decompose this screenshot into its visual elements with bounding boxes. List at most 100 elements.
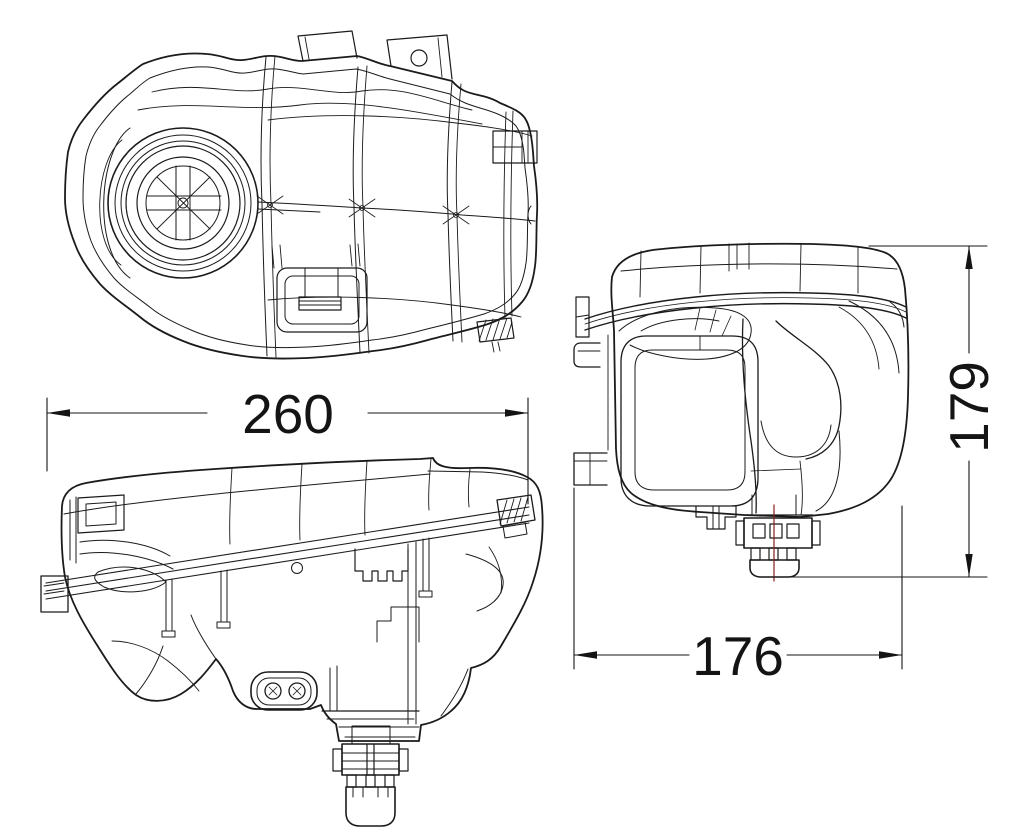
top-inner-line (620, 263, 898, 272)
band-bend (889, 301, 905, 328)
cap-ring (114, 134, 252, 272)
top-view (64, 30, 539, 360)
pinch-dot (453, 212, 459, 218)
sensor-wing (735, 520, 745, 546)
sensor-tooth (365, 774, 376, 788)
rail-end-left-line (43, 582, 65, 595)
mounting-tab-left-fold (304, 36, 310, 60)
dimension-depth: 176 (573, 487, 903, 687)
rail-pin (216, 569, 231, 629)
contour-line (465, 553, 504, 612)
pinch-node (348, 198, 376, 218)
top-view-inner-wall (82, 66, 529, 349)
panel-line (229, 467, 233, 545)
top-view-outline (64, 52, 539, 360)
sensor-rib-block (341, 743, 400, 776)
comb-recess (354, 548, 409, 582)
panel-line (364, 460, 368, 536)
band-line (584, 291, 907, 320)
pinch-line (442, 205, 470, 225)
top-ridge-line (151, 86, 473, 111)
sensor-hole (752, 523, 766, 539)
top-inner-line (63, 473, 431, 515)
band-line (584, 302, 907, 331)
neck-contour (775, 320, 842, 460)
top-ridge-line (137, 102, 483, 125)
pinch-dot (359, 205, 365, 211)
neck-tick (750, 468, 802, 472)
cap-ring (125, 145, 241, 261)
panel-line (639, 243, 859, 298)
sensor-tooth (346, 774, 357, 788)
cap-ring (145, 165, 221, 241)
connector-pin (264, 682, 282, 700)
contour-line (111, 640, 200, 692)
clip-frame-inner (284, 275, 360, 325)
sensor-rib (341, 752, 400, 770)
recess-contour (618, 306, 752, 360)
sensor-wing (332, 748, 343, 772)
connector-pin (288, 682, 306, 700)
column-line (407, 541, 417, 725)
pinch-node (256, 195, 284, 215)
rail-line (45, 514, 530, 592)
weld-center-line (257, 208, 321, 213)
block-outer (77, 494, 125, 534)
neck-contour (741, 318, 757, 514)
sensor-tooth (384, 774, 395, 788)
clip-frame (276, 267, 368, 333)
side-block (573, 452, 608, 486)
panel-line (428, 458, 432, 511)
side-view-outline (610, 242, 910, 518)
sensor-tooth (750, 547, 761, 561)
sensor-tooth (786, 547, 797, 561)
pin-cross (292, 686, 302, 696)
panel-line (361, 65, 370, 354)
mounting-tab-left (297, 30, 358, 62)
level-sensor (321, 665, 420, 827)
step-detail (376, 606, 420, 643)
top-lip (427, 470, 529, 481)
pin-foot (216, 621, 231, 629)
pinch-line (348, 198, 376, 218)
block-curve (79, 539, 171, 557)
sensor-neck-line (751, 494, 797, 516)
extension-line (573, 487, 903, 670)
arrowhead-down (965, 554, 973, 577)
filler-cap (107, 127, 259, 279)
rail-end-right-hatch (499, 496, 529, 525)
cap-ring (107, 127, 259, 279)
contour-line (135, 645, 164, 695)
sensor-plug-tick (352, 786, 389, 798)
panel-line (269, 55, 277, 358)
clip-bar (298, 296, 342, 311)
rail-line (45, 506, 530, 584)
cap-boss-arc (99, 139, 123, 266)
recess-contour (640, 318, 720, 332)
panel-line (467, 468, 471, 508)
waist-notch (527, 205, 532, 225)
contour-line (190, 614, 217, 660)
arrowhead-left (574, 651, 597, 659)
cap-spoke (156, 176, 211, 230)
extension-line (46, 397, 529, 505)
sensor-hole (769, 523, 783, 539)
vent-hole (291, 562, 303, 574)
side-bracket-line (492, 130, 529, 164)
rail-end-right-step (502, 521, 528, 539)
connector-outline (250, 671, 318, 711)
side-nub (573, 342, 601, 368)
mounting-hole (410, 49, 428, 67)
sensor-neck (329, 665, 338, 712)
clip-bar-line (298, 300, 342, 306)
sensor-body (743, 517, 813, 549)
rail-end-right (496, 494, 536, 527)
pinch-node (442, 205, 470, 225)
dimension-width-label: 260 (242, 383, 334, 445)
extension-line (758, 245, 988, 578)
cap-boss-arc (103, 127, 131, 279)
t-foot-stem (712, 505, 720, 530)
sensor-wing (811, 520, 821, 546)
